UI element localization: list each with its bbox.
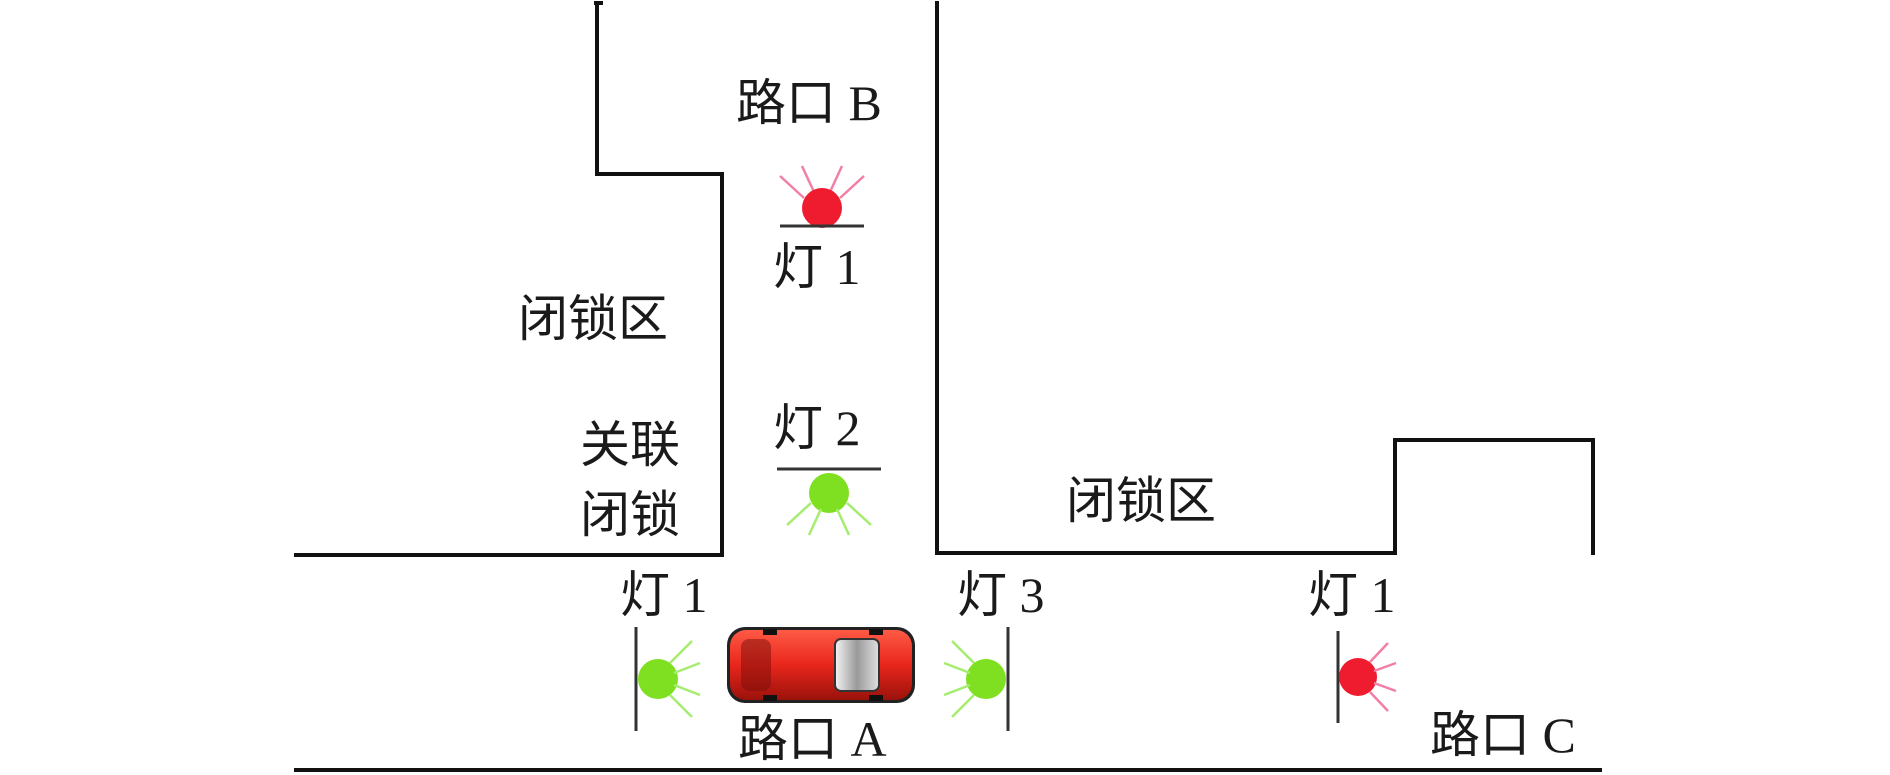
- associated-lock-label-line1: 关联: [580, 417, 680, 473]
- traffic-light-b2: [777, 467, 881, 536]
- traffic-light-a1: [634, 627, 701, 731]
- lock-zone-left-label: 闭锁区: [518, 291, 668, 347]
- traffic-light-a3: [943, 627, 1010, 731]
- traffic-light-c1: [1336, 631, 1397, 723]
- top-left-notch-wall: [294, 1, 724, 557]
- traffic-light-icon: [802, 188, 842, 228]
- traffic-light-icon: [638, 659, 678, 699]
- light-rays: [786, 502, 872, 536]
- traffic-light-icon: [966, 659, 1006, 699]
- lock-zone-right-label: 闭锁区: [1066, 473, 1216, 529]
- traffic-light-icon: [809, 473, 849, 513]
- light-b2-label: 灯 2: [773, 400, 861, 456]
- intersection-b-label: 路口 B: [736, 75, 882, 131]
- light-rays: [779, 165, 865, 199]
- car-icon: [727, 627, 915, 703]
- light-rays: [669, 640, 701, 718]
- light-a3-label: 灯 3: [957, 567, 1045, 623]
- intersection-c-label: 路口 C: [1430, 707, 1576, 763]
- road-walls: [294, 1, 1602, 772]
- light-rays: [1369, 642, 1397, 712]
- light-rays: [943, 640, 975, 718]
- intersection-a-label: 路口 A: [738, 711, 887, 767]
- top-right-wall: [935, 1, 1595, 555]
- associated-lock-label-line2: 闭锁: [580, 487, 680, 543]
- traffic-light-b1: [779, 165, 865, 228]
- light-a1-label: 灯 1: [620, 567, 708, 623]
- traffic-light-icon: [1339, 658, 1377, 696]
- light-b1-label: 灯 1: [773, 239, 861, 295]
- light-c1-label: 灯 1: [1308, 567, 1396, 623]
